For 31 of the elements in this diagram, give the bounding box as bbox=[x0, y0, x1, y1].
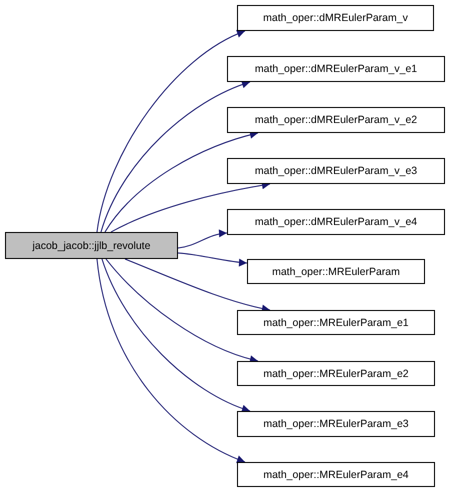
function-box bbox=[237, 361, 435, 386]
function-box bbox=[227, 158, 445, 184]
function-box bbox=[227, 209, 445, 235]
arrow bbox=[102, 258, 250, 412]
function-box bbox=[237, 462, 435, 487]
function-name: math_oper::dMREulerParam_v_e4 bbox=[254, 216, 418, 228]
function-name: math_oper::dMREulerParam_v_e3 bbox=[254, 165, 418, 177]
function-name: math_oper::dMREulerParam_v_e1 bbox=[254, 63, 418, 75]
function-name: jacob_jacob::jjlb_revolute bbox=[32, 240, 150, 252]
arrow bbox=[106, 258, 258, 363]
function-box bbox=[227, 107, 445, 133]
function-box bbox=[237, 411, 435, 437]
function-name: math_oper::MREulerParam bbox=[272, 266, 400, 278]
arrow bbox=[124, 258, 270, 312]
arrow bbox=[178, 230, 228, 248]
function-name: math_oper::dMREulerParam_v bbox=[263, 12, 408, 24]
arrow bbox=[104, 131, 258, 232]
function-box bbox=[237, 5, 434, 31]
function-box bbox=[227, 56, 445, 82]
function-box bbox=[247, 259, 425, 284]
arrow bbox=[96, 258, 246, 463]
function-name: math_oper::MREulerParam_e1 bbox=[263, 316, 409, 328]
function-name: math_oper::MREulerParam_e3 bbox=[263, 418, 409, 430]
arrow bbox=[96, 30, 246, 232]
arrow bbox=[178, 252, 248, 266]
function-box bbox=[237, 310, 435, 335]
function-box bbox=[5, 232, 178, 259]
function-name: math_oper::dMREulerParam_v_e2 bbox=[254, 114, 418, 126]
function-name: math_oper::MREulerParam_e4 bbox=[263, 468, 409, 480]
arrow bbox=[100, 80, 250, 232]
function-name: math_oper::MREulerParam_e2 bbox=[263, 368, 409, 380]
